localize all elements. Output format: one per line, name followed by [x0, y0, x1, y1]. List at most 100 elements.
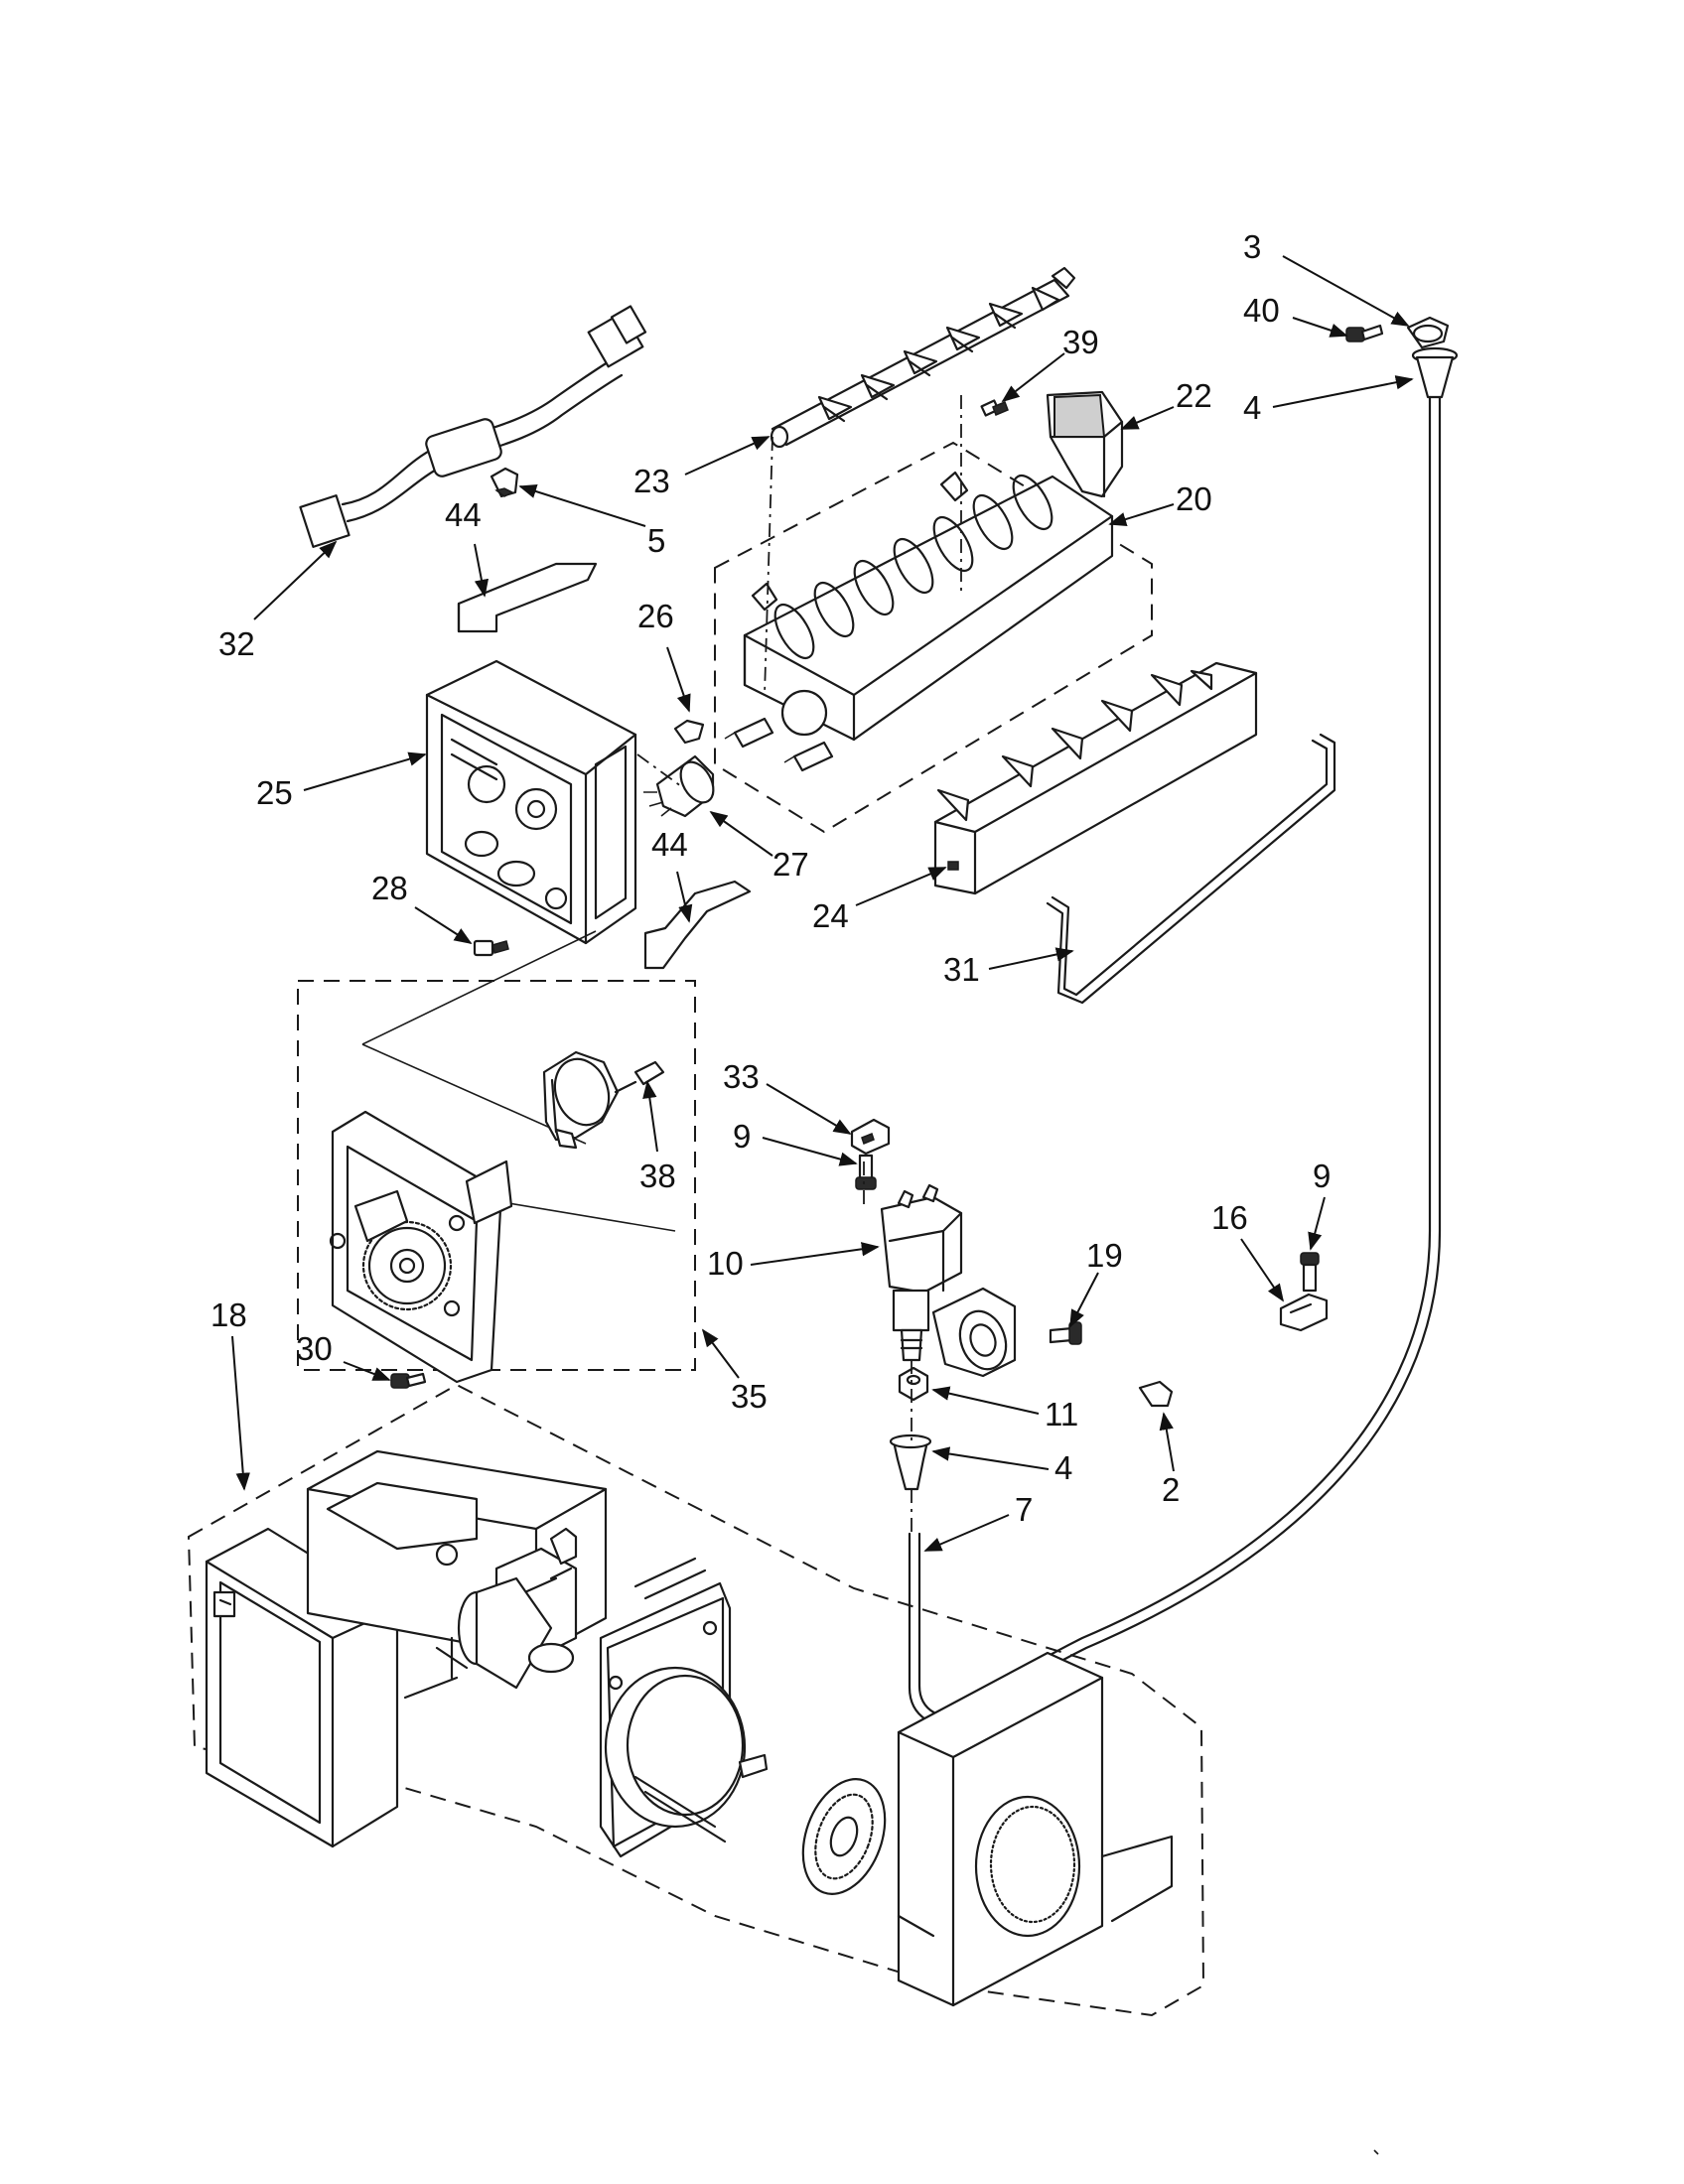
screw-part-19 — [1049, 1321, 1082, 1345]
callout-label-30: 30 — [296, 1330, 333, 1367]
callout-label-28: 28 — [371, 870, 408, 906]
callout-24: 24 — [812, 867, 947, 934]
callout-5: 5 — [518, 484, 665, 559]
callout-30: 30 — [296, 1330, 427, 1389]
mold-cavities — [773, 474, 1053, 660]
callout-label-19: 19 — [1086, 1237, 1123, 1274]
corner-tick — [1373, 2149, 1379, 2155]
callout-label-11: 11 — [1045, 1396, 1078, 1433]
callout-label-24: 24 — [812, 897, 849, 934]
callout-label-33: 33 — [723, 1058, 760, 1095]
tube-insert-part-4-lower — [889, 1433, 932, 1491]
callout-label-9-right: 9 — [1313, 1158, 1331, 1194]
callout-9-upper: 9 — [733, 1118, 858, 1166]
callout-16: 16 — [1211, 1199, 1285, 1302]
callout-label-2: 2 — [1162, 1471, 1180, 1508]
callout-label-39: 39 — [1062, 324, 1099, 360]
auger-mount-plate — [599, 1557, 769, 1858]
callout-26: 26 — [637, 598, 691, 713]
drive-motor — [542, 1050, 620, 1150]
callout-31: 31 — [943, 947, 1074, 988]
callout-19: 19 — [1069, 1237, 1123, 1328]
wire-clip-part-5 — [490, 467, 519, 498]
callout-label-22: 22 — [1176, 377, 1212, 414]
fan-housing — [897, 1651, 1174, 2007]
callout-32: 32 — [218, 540, 338, 662]
callout-4-lower: 4 — [931, 1446, 1072, 1486]
ejector-shaft-part-23 — [770, 266, 1076, 449]
callout-label-3: 3 — [1243, 228, 1261, 265]
callout-38: 38 — [639, 1080, 676, 1194]
screw-part-9-right — [1300, 1252, 1320, 1293]
callout-label-44-lower: 44 — [651, 826, 688, 863]
callout-20: 20 — [1108, 480, 1212, 527]
mounting-bracket-part-44-upper — [457, 562, 598, 633]
callout-label-40: 40 — [1243, 292, 1280, 329]
ice-mold-part-20 — [714, 441, 1153, 834]
callout-4-upper: 4 — [1243, 375, 1414, 426]
water-valve-part-10 — [880, 1183, 1017, 1378]
callout-11: 11 — [931, 1386, 1078, 1433]
callout-44-lower: 44 — [651, 826, 693, 923]
screw-part-40 — [1345, 324, 1384, 342]
callout-label-9-upper: 9 — [733, 1118, 751, 1155]
callout-label-25: 25 — [256, 774, 293, 811]
callout-40: 40 — [1243, 292, 1348, 338]
mounting-bracket-part-44-lower — [643, 880, 752, 970]
callout-label-7: 7 — [1015, 1491, 1033, 1528]
stripper-part-24 — [933, 661, 1258, 895]
callout-label-4-upper: 4 — [1243, 389, 1261, 426]
screw-part-39 — [980, 399, 1009, 417]
motor-assembly — [403, 1576, 575, 1700]
callout-label-4-lower: 4 — [1054, 1449, 1072, 1486]
thermostat-part-27 — [643, 754, 715, 818]
callout-44-upper: 44 — [445, 496, 490, 598]
tube-insert-part-4-upper — [1411, 346, 1459, 399]
screw-part-9-upper — [855, 1154, 877, 1190]
callout-label-16: 16 — [1211, 1199, 1248, 1236]
callout-label-20: 20 — [1176, 480, 1212, 517]
callout-label-44-upper: 44 — [445, 496, 482, 533]
screw-part-38 — [614, 1060, 665, 1094]
clip-part-2 — [1138, 1380, 1174, 1408]
callout-label-23: 23 — [633, 463, 670, 499]
thermostat-clip-part-26 — [673, 719, 705, 745]
callout-label-35: 35 — [731, 1378, 768, 1415]
callout-28: 28 — [371, 870, 473, 944]
valve-bracket-part-33 — [850, 1118, 891, 1156]
clamp-part-3 — [1406, 316, 1450, 349]
callout-18: 18 — [210, 1297, 250, 1491]
callout-label-10: 10 — [707, 1245, 744, 1282]
callout-22: 22 — [1120, 377, 1212, 430]
dispenser-housing-part-18 — [187, 1383, 1205, 2017]
callout-2: 2 — [1159, 1412, 1180, 1508]
callout-10: 10 — [707, 1242, 880, 1282]
callout-33: 33 — [723, 1058, 852, 1135]
motor-mount-plate — [329, 1110, 513, 1384]
screw-part-28 — [473, 939, 509, 957]
screw-part-30 — [390, 1372, 427, 1389]
shutoff-arm-part-31 — [1046, 733, 1336, 1005]
mold-cover-part-22 — [1046, 390, 1124, 498]
callout-25: 25 — [256, 751, 427, 811]
callout-label-5: 5 — [647, 522, 665, 559]
drive-module-part-35 — [297, 930, 696, 1384]
callout-label-27: 27 — [772, 846, 809, 883]
callout-39: 39 — [1001, 324, 1099, 403]
callout-label-26: 26 — [637, 598, 674, 634]
callout-35: 35 — [701, 1328, 768, 1415]
callout-3: 3 — [1243, 228, 1410, 327]
wire-harness-part-32 — [299, 305, 647, 548]
callout-9-right: 9 — [1308, 1158, 1331, 1251]
callout-7: 7 — [923, 1491, 1033, 1552]
blower-wheel — [801, 1778, 887, 1895]
nut-part-11 — [898, 1366, 929, 1402]
callout-27: 27 — [709, 810, 809, 883]
clamp-part-16 — [1279, 1293, 1329, 1332]
callout-label-31: 31 — [943, 951, 980, 988]
callout-label-18: 18 — [210, 1297, 247, 1333]
callout-23: 23 — [633, 436, 771, 499]
callout-label-32: 32 — [218, 625, 255, 662]
alignment-lines — [636, 395, 962, 1537]
